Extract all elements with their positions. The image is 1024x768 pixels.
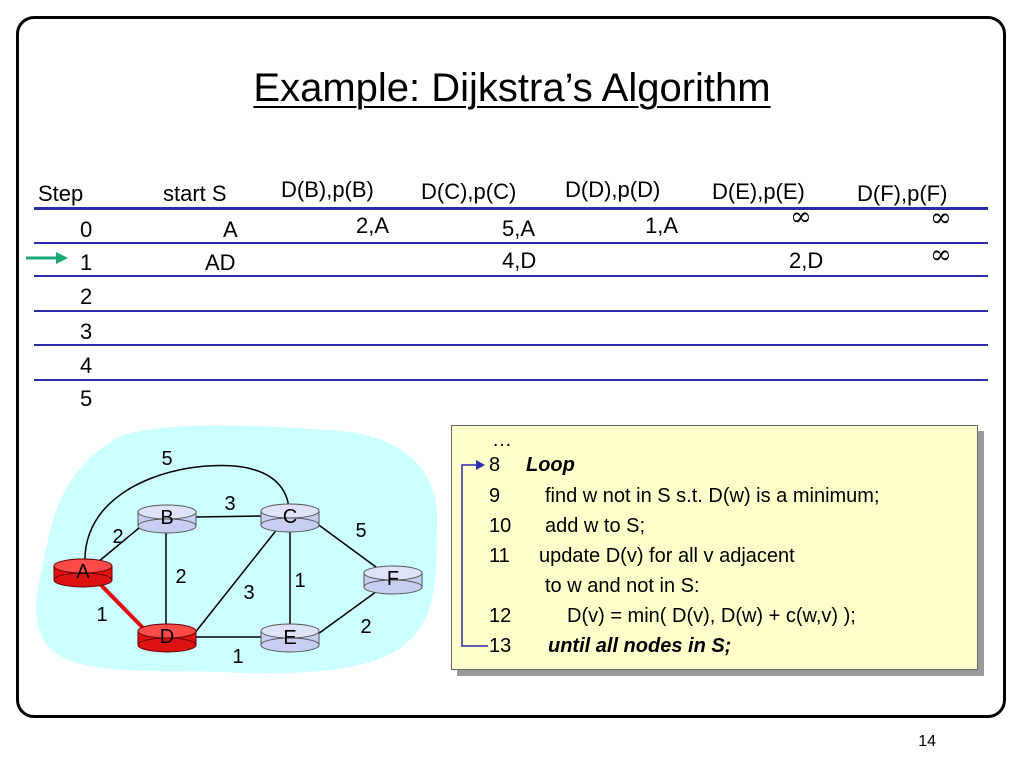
- weight-c-d: 3: [243, 582, 254, 604]
- page-number: 14: [918, 733, 936, 750]
- weight-a-b: 2: [112, 526, 123, 548]
- code-line-number: 13: [489, 635, 512, 657]
- table-cell-step: 2: [80, 284, 93, 309]
- table-row-rule: [34, 379, 988, 381]
- table-cell-start-s: A: [223, 217, 238, 242]
- header-step: Step: [38, 181, 84, 206]
- weight-a-d: 1: [96, 604, 107, 626]
- node-f: [363, 565, 423, 595]
- weight-c-e: 1: [294, 570, 305, 592]
- header-start-s: start S: [163, 181, 227, 206]
- node-e: [260, 623, 320, 653]
- node-label-d: D: [160, 626, 174, 648]
- edge-a-d: [96, 580, 147, 632]
- code-line-text: find w not in S s.t. D(w) is a minimum;: [545, 485, 880, 507]
- table-cell-de: ∞: [790, 202, 812, 232]
- weight-e-f: 2: [360, 616, 371, 638]
- header-db: D(B),p(B): [281, 177, 374, 202]
- edge-a-b: [97, 522, 146, 563]
- edge-a-c: [84, 464, 290, 567]
- code-ellipsis: …: [492, 429, 512, 451]
- code-line-number: 8: [489, 454, 501, 476]
- edge-e-f: [317, 585, 385, 635]
- table-cell-step: 5: [80, 386, 93, 411]
- node-a: [53, 558, 113, 588]
- code-line-number: 11: [489, 545, 510, 567]
- slide-frame: [16, 16, 1006, 718]
- node-label-f: F: [387, 568, 399, 590]
- table-cell-de: 2,D: [789, 248, 824, 273]
- header-dc: D(C),p(C): [421, 179, 517, 204]
- table-row-rule: [34, 242, 988, 244]
- weight-b-d: 2: [175, 566, 186, 588]
- edge-c-f: [311, 519, 381, 571]
- node-b: [137, 504, 197, 534]
- table-cell-dd: 1,A: [645, 213, 679, 238]
- table-cell-step: 1: [80, 250, 93, 275]
- slide-title-text: Example: Dijkstra’s Algorithm: [253, 66, 771, 110]
- table-cell-step: 4: [80, 353, 93, 378]
- code-line-number: 9: [489, 485, 501, 507]
- table-header-rule: [34, 207, 988, 210]
- network-graph: B C F E A D 5 3 2 5 2 3 1 1 2 1: [36, 425, 438, 674]
- loop-back-arrow-icon: [461, 460, 488, 647]
- code-line-text: to w and not in S:: [545, 575, 700, 597]
- node-label-e: E: [283, 627, 296, 649]
- header-df: D(F),p(F): [857, 181, 948, 206]
- weight-d-e: 1: [232, 646, 243, 668]
- weight-b-c: 3: [224, 493, 235, 515]
- code-line-until: until all nodes in S;: [548, 635, 732, 657]
- code-line-number: 12: [489, 605, 512, 627]
- node-c: [260, 503, 320, 533]
- node-d: [137, 623, 197, 653]
- code-line-text: update D(v) for all v adjacent: [539, 545, 795, 567]
- current-step-arrow-icon: [26, 252, 68, 264]
- table-cell-step: 0: [80, 217, 93, 242]
- node-label-b: B: [160, 507, 173, 529]
- code-line-text: D(v) = min( D(v), D(w) + c(w,v) );: [567, 605, 856, 627]
- edge-c-d: [193, 522, 283, 635]
- header-dd: D(D),p(D): [565, 177, 661, 202]
- table-row-rule: [34, 275, 988, 277]
- code-line-text: add w to S;: [545, 515, 646, 537]
- node-label-c: C: [283, 506, 297, 528]
- table-cell-df: ∞: [930, 240, 952, 270]
- node-label-a: A: [76, 561, 90, 583]
- table-row-rule: [34, 310, 988, 312]
- table-cell-db: 2,A: [356, 213, 390, 238]
- table-cell-dc: 4,D: [502, 248, 537, 273]
- edge-b-c: [194, 515, 263, 518]
- table-row-rule: [34, 344, 988, 346]
- pseudocode-box: … 8 Loop 9 find w not in S s.t. D(w) is …: [451, 425, 978, 670]
- header-de: D(E),p(E): [712, 179, 805, 204]
- code-line-number: 10: [489, 515, 512, 537]
- table-cell-start-s: AD: [205, 250, 236, 275]
- weight-a-c: 5: [161, 448, 172, 470]
- table-cell-step: 3: [80, 319, 93, 344]
- table-cell-df: ∞: [930, 203, 952, 233]
- graph-region-blob: [36, 425, 438, 674]
- code-line-loop: Loop: [526, 454, 575, 476]
- table-cell-dc: 5,A: [502, 216, 536, 241]
- slide-title: Example: Dijkstra’s Algorithm: [0, 66, 1024, 111]
- weight-c-f: 5: [355, 520, 366, 542]
